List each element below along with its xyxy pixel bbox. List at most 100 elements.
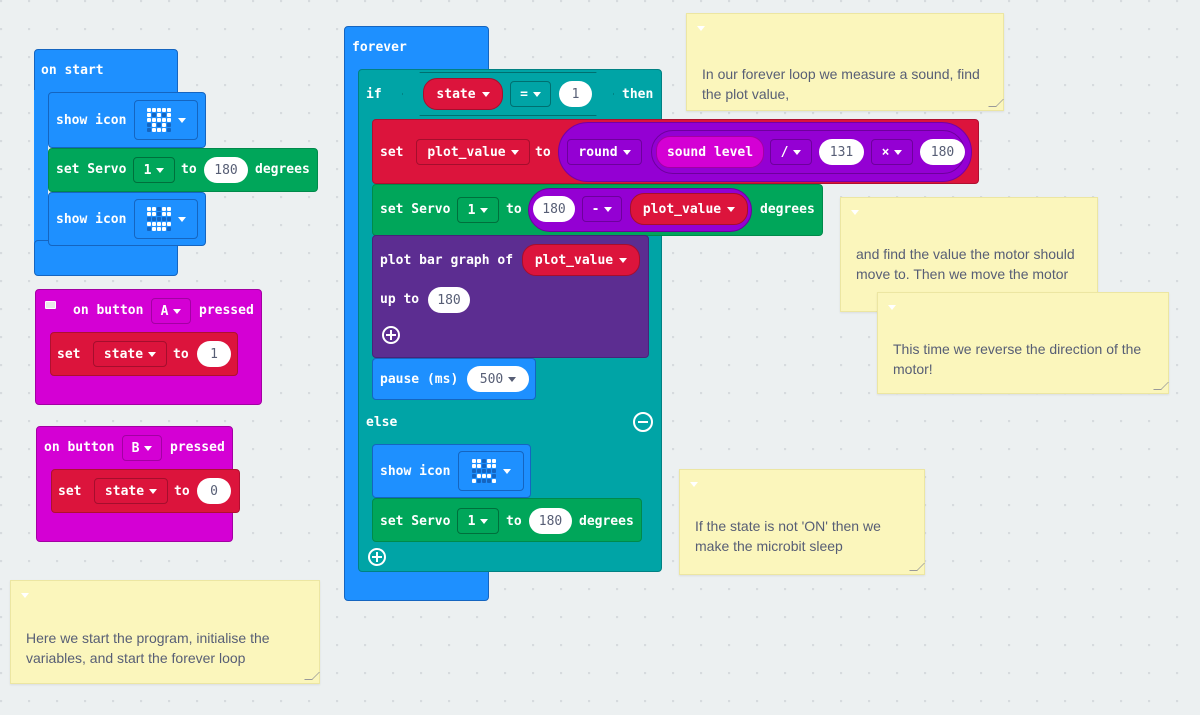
plot-value-var-name: plot_value <box>642 201 722 217</box>
caret-down-icon <box>851 210 859 215</box>
state-var-dropdown-a[interactable]: state <box>93 341 167 367</box>
to-label: to <box>181 162 197 177</box>
pause-duration-value: 500 <box>479 371 504 387</box>
caret-down-icon <box>149 488 158 494</box>
then-label: then <box>622 87 654 102</box>
set-servo-block-else[interactable] <box>372 498 642 542</box>
caret-down-icon <box>510 149 519 155</box>
degrees-label: degrees <box>760 202 815 217</box>
caret-down-icon <box>480 207 489 213</box>
icon-dropdown-1[interactable] <box>134 100 198 140</box>
degrees-label: degrees <box>579 514 634 529</box>
to-label: to <box>535 145 551 160</box>
condition-value-input[interactable]: 1 <box>559 81 592 107</box>
caret-down-icon <box>894 149 903 155</box>
state-value-input-a[interactable]: 1 <box>197 341 231 367</box>
caret-down-icon <box>727 206 736 212</box>
caret-down-icon <box>622 149 631 155</box>
compare-operator-dropdown[interactable]: = <box>510 81 551 107</box>
divisor-input[interactable]: 131 <box>819 139 864 165</box>
multiplier-input[interactable]: 180 <box>920 139 965 165</box>
on-start-footer <box>34 240 178 276</box>
caret-down-icon <box>697 26 705 31</box>
caret-down-icon <box>177 117 186 123</box>
servo-pin-dropdown[interactable]: 1 <box>457 197 499 223</box>
comment-note-start[interactable]: Here we start the program, initialise th… <box>10 580 320 684</box>
operator-value: = <box>520 86 528 102</box>
comment-note-forever[interactable]: In our forever loop we measure a sound, … <box>686 13 1004 111</box>
show-icon-label: show icon <box>380 464 451 479</box>
pressed-label: pressed <box>170 440 225 455</box>
button-b-dropdown[interactable]: B <box>122 435 162 461</box>
pause-duration-dropdown[interactable]: 500 <box>467 366 529 392</box>
plot-value-reporter[interactable]: plot_value <box>630 193 748 225</box>
to-label: to <box>174 484 190 499</box>
plot-bar-graph-label: plot bar graph of <box>380 253 514 268</box>
comment-note-sleep[interactable]: If the state is not 'ON' then we make th… <box>679 469 925 575</box>
plot-bar-graph-block[interactable] <box>372 235 649 358</box>
caret-down-icon <box>173 308 182 314</box>
plus-circle-icon[interactable] <box>382 326 400 344</box>
state-var-name: state <box>436 86 476 102</box>
caret-down-icon <box>619 257 628 263</box>
state-var-dropdown-b[interactable]: state <box>94 478 168 504</box>
set-servo-label: set Servo <box>380 202 451 217</box>
else-label: else <box>366 415 398 430</box>
show-icon-label: show icon <box>56 113 127 128</box>
to-label: to <box>173 347 189 362</box>
subtract-operator-dropdown[interactable]: - <box>582 196 622 222</box>
caret-down-icon <box>480 518 489 524</box>
comment-icon <box>45 301 56 309</box>
comment-text: This time we reverse the direction of th… <box>893 341 1142 377</box>
button-a-dropdown[interactable]: A <box>151 298 191 324</box>
resize-handle[interactable] <box>304 672 320 680</box>
caret-down-icon <box>502 468 511 474</box>
caret-down-icon <box>144 445 153 451</box>
multiply-op-value: × <box>881 144 890 160</box>
to-label: to <box>506 202 522 217</box>
up-to-label: up to <box>380 292 420 307</box>
resize-handle[interactable] <box>1153 382 1169 390</box>
plus-circle-icon[interactable] <box>368 548 386 566</box>
to-label: to <box>506 514 522 529</box>
button-b-value: B <box>131 440 140 456</box>
caret-down-icon <box>690 482 698 487</box>
led-grid-icon <box>471 459 496 483</box>
show-icon-label: show icon <box>56 212 127 227</box>
servo-pin-dropdown[interactable]: 1 <box>133 157 175 183</box>
servo-degrees-input[interactable]: 180 <box>204 157 248 183</box>
state-variable-reporter[interactable]: state <box>423 78 503 110</box>
resize-handle[interactable] <box>988 99 1004 107</box>
set-servo-block-start[interactable] <box>48 148 318 192</box>
plot-value-reporter[interactable]: plot_value <box>522 244 640 276</box>
resize-handle[interactable] <box>909 563 925 571</box>
caret-down-icon <box>148 351 157 357</box>
servo-pin-value: 1 <box>467 513 476 529</box>
icon-dropdown-2[interactable] <box>134 199 198 239</box>
caret-down-icon <box>177 216 186 222</box>
subtract-left-input[interactable]: 180 <box>533 196 575 222</box>
up-to-value-input[interactable]: 180 <box>428 287 470 313</box>
on-start-body <box>34 90 48 250</box>
round-op-value: round <box>578 144 618 160</box>
divide-operator-dropdown[interactable]: / <box>770 139 812 165</box>
sound-level-reporter[interactable]: sound level <box>656 136 764 168</box>
caret-down-icon <box>532 91 541 97</box>
forever-label: forever <box>352 40 407 55</box>
plot-value-var-dropdown[interactable]: plot_value <box>416 139 530 165</box>
subtract-op-value: - <box>591 201 600 217</box>
servo-pin-dropdown[interactable]: 1 <box>457 508 499 534</box>
state-value-input-b[interactable]: 0 <box>197 478 231 504</box>
set-servo-label: set Servo <box>380 514 451 529</box>
icon-dropdown-else[interactable] <box>458 451 524 491</box>
round-op-dropdown[interactable]: round <box>567 139 642 165</box>
caret-down-icon <box>604 206 613 212</box>
degrees-label: degrees <box>255 162 310 177</box>
set-label: set <box>380 145 404 160</box>
servo-degrees-input[interactable]: 180 <box>529 508 572 534</box>
pause-label: pause (ms) <box>380 372 459 387</box>
minus-circle-icon[interactable] <box>633 412 653 432</box>
on-start-block[interactable] <box>34 49 178 99</box>
multiply-operator-dropdown[interactable]: × <box>871 139 913 165</box>
comment-note-reverse[interactable]: This time we reverse the direction of th… <box>877 292 1169 394</box>
